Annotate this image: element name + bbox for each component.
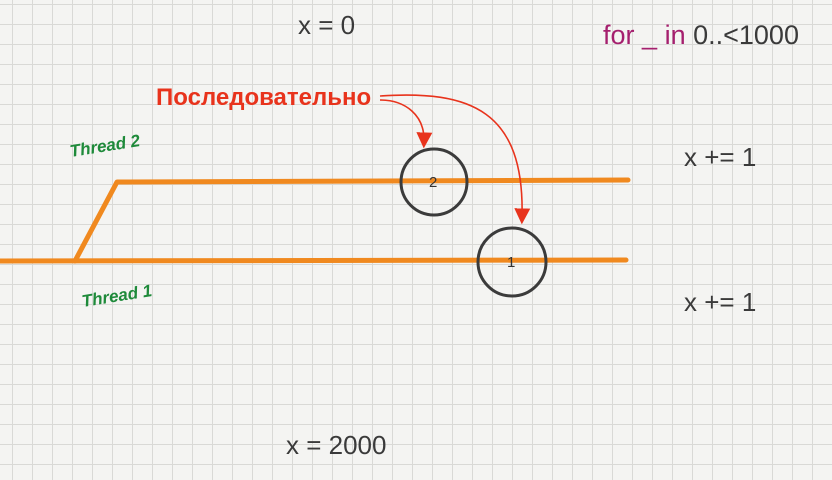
final-expression: x = 2000 bbox=[286, 430, 387, 460]
step2-circle bbox=[399, 147, 469, 217]
loop-expression: for _ in 0..<1000 bbox=[603, 20, 799, 51]
thread1-increment: x += 1 bbox=[684, 287, 757, 317]
loop-variable: _ bbox=[642, 20, 658, 50]
sequence-arrow-to-1 bbox=[379, 94, 531, 225]
thread2-line bbox=[72, 177, 631, 264]
thread2-increment: x += 1 bbox=[684, 142, 757, 172]
step2-label: 2 bbox=[429, 174, 438, 191]
initial-expression: x = 0 bbox=[298, 10, 356, 40]
sequence-arrow-to-2 bbox=[379, 99, 433, 149]
thread1-line bbox=[0, 257, 629, 264]
sequential-annotation: Последовательно bbox=[156, 84, 372, 111]
loop-range: 0..<1000 bbox=[693, 20, 799, 50]
step1-circle bbox=[476, 226, 548, 298]
loop-keyword-for: for bbox=[603, 20, 635, 50]
loop-keyword-in: in bbox=[664, 20, 686, 50]
step1-label: 1 bbox=[507, 254, 516, 271]
